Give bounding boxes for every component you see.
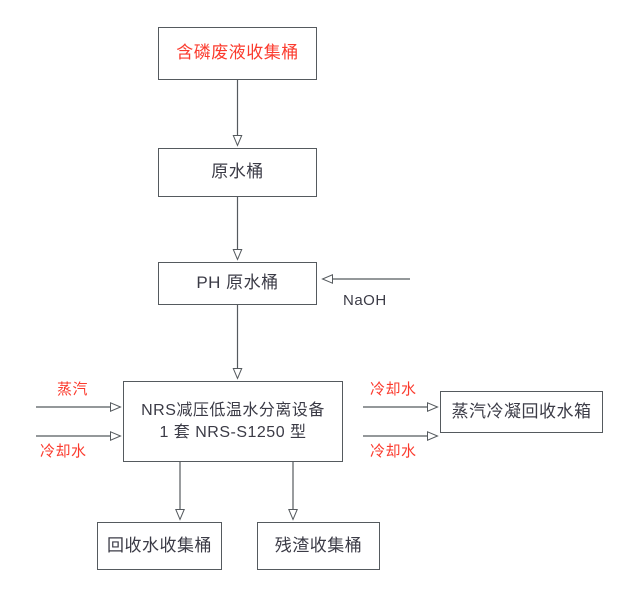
node-raw-water-tank[interactable]: 原水桶 [158, 148, 317, 197]
node-residue-collection-tank[interactable]: 残渣收集桶 [257, 522, 380, 570]
node-nrs-separator-text: NRS减压低温水分离设备 1 套 NRS-S1250 型 [124, 400, 342, 443]
node-waste-collection-tank-label: 含磷废液收集桶 [176, 43, 299, 63]
node-steam-condensate-tank-label: 蒸汽冷凝回收水箱 [451, 401, 592, 421]
node-ph-raw-water-tank[interactable]: PH 原水桶 [158, 262, 317, 305]
node-raw-water-tank-label: 原水桶 [211, 162, 264, 182]
node-waste-collection-tank[interactable]: 含磷废液收集桶 [158, 27, 317, 80]
edge-label-naoh: NaOH [343, 292, 387, 309]
node-recovered-water-tank[interactable]: 回收水收集桶 [97, 522, 222, 570]
edge-label-cooling-water-outlet-upper: 冷却水 [370, 381, 417, 398]
node-recovered-water-tank-label: 回收水收集桶 [107, 535, 212, 555]
node-residue-collection-tank-label: 残渣收集桶 [274, 535, 363, 555]
node-nrs-separator-label-line1: NRS减压低温水分离设备 [141, 401, 325, 419]
node-nrs-separator-label-line2: 1 套 NRS-S1250 型 [159, 423, 307, 441]
node-nrs-separator[interactable]: NRS减压低温水分离设备 1 套 NRS-S1250 型 [123, 381, 343, 462]
edge-label-cooling-water-outlet-lower: 冷却水 [370, 443, 417, 460]
edge-label-steam-inlet: 蒸汽 [57, 381, 89, 398]
node-ph-raw-water-tank-label: PH 原水桶 [196, 273, 279, 293]
edge-label-cooling-water-inlet: 冷却水 [40, 443, 87, 460]
node-steam-condensate-tank[interactable]: 蒸汽冷凝回收水箱 [440, 391, 603, 433]
